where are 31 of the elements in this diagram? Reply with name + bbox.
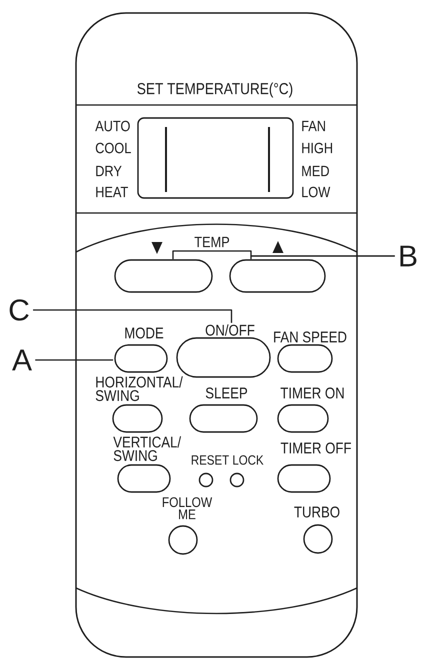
key-label: HORIZONTAL/ SWING xyxy=(96,376,183,402)
key-label: SLEEP xyxy=(206,388,248,398)
leader-line xyxy=(250,255,395,260)
callout-letter: A xyxy=(12,350,32,370)
callout-letter: C xyxy=(10,299,29,321)
leader-line xyxy=(33,309,232,323)
indicator-label: MED xyxy=(302,166,329,176)
indicator-label: DRY xyxy=(96,166,122,176)
key-label: ON/OFF xyxy=(206,324,254,336)
push-button xyxy=(114,259,213,293)
key-label: VERTICAL/ SWING xyxy=(113,436,182,462)
key-label: LOCK xyxy=(233,455,264,465)
indicator-label: HIGH xyxy=(302,142,332,154)
key-label: TEMP xyxy=(194,236,230,248)
indicator-label: AUTO xyxy=(95,120,130,132)
callout-letter: B xyxy=(400,246,416,266)
key-label: RESET xyxy=(192,455,229,465)
key-label: TIMER ON xyxy=(280,388,344,398)
indicator-label: COOL xyxy=(96,142,131,154)
remote-body xyxy=(75,12,358,658)
panel-heading: SET TEMPERATURE(°C) xyxy=(137,82,292,98)
key-label: FAN SPEED xyxy=(274,332,346,342)
key-label: TIMER OFF xyxy=(280,442,351,454)
key-label: FOLLOW ME xyxy=(162,497,212,520)
key-label: TURBO xyxy=(294,506,340,518)
push-button xyxy=(229,259,326,293)
leader-line xyxy=(35,359,114,361)
indicator-label: LOW xyxy=(302,186,330,198)
indicator-label: FAN xyxy=(302,120,325,132)
key-label: MODE xyxy=(125,328,164,338)
indicator-label: HEAT xyxy=(96,186,128,198)
